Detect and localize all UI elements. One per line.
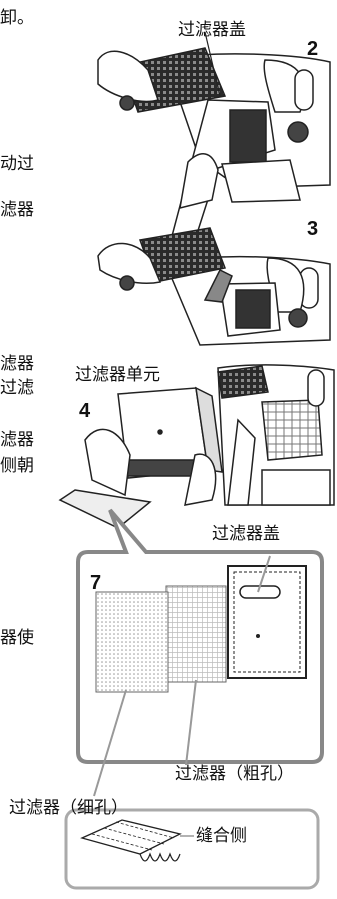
step3-illustration [97, 227, 331, 346]
step4-projector-grille-illustration [217, 364, 335, 506]
sewn-side-detail [64, 808, 320, 890]
left-text-fragment-6: 滤器 [0, 430, 34, 450]
left-text-fragment-8: 器使 [0, 628, 34, 648]
left-text-fragment-4: 滤器 [0, 354, 34, 374]
step4-filter-unit-illustration [58, 386, 223, 529]
step-number-7: 7 [90, 572, 102, 594]
left-text-fragment-3: 滤器 [0, 200, 34, 220]
step-number-2: 2 [307, 38, 319, 60]
label-filter-unit: 过滤器单元 [75, 365, 160, 385]
step2-illustration [97, 31, 331, 241]
left-text-fragment-2: 动过 [0, 154, 34, 174]
left-text-fragment-5: 过滤 [0, 378, 34, 398]
step7-panel [76, 508, 324, 797]
left-text-fragment-1: 卸。 [0, 8, 34, 28]
left-text-fragment-7: 侧朝 [0, 456, 34, 476]
label-filter-cover-top: 过滤器盖 [178, 20, 246, 40]
label-filter-cover-detail: 过滤器盖 [212, 524, 280, 544]
label-filter-coarse: 过滤器（粗孔） [175, 764, 294, 784]
label-sewn-side: 缝合侧 [196, 826, 247, 846]
step-number-3: 3 [307, 218, 319, 240]
label-filter-fine: 过滤器（细孔） [9, 798, 128, 818]
step-number-4: 4 [79, 400, 91, 422]
